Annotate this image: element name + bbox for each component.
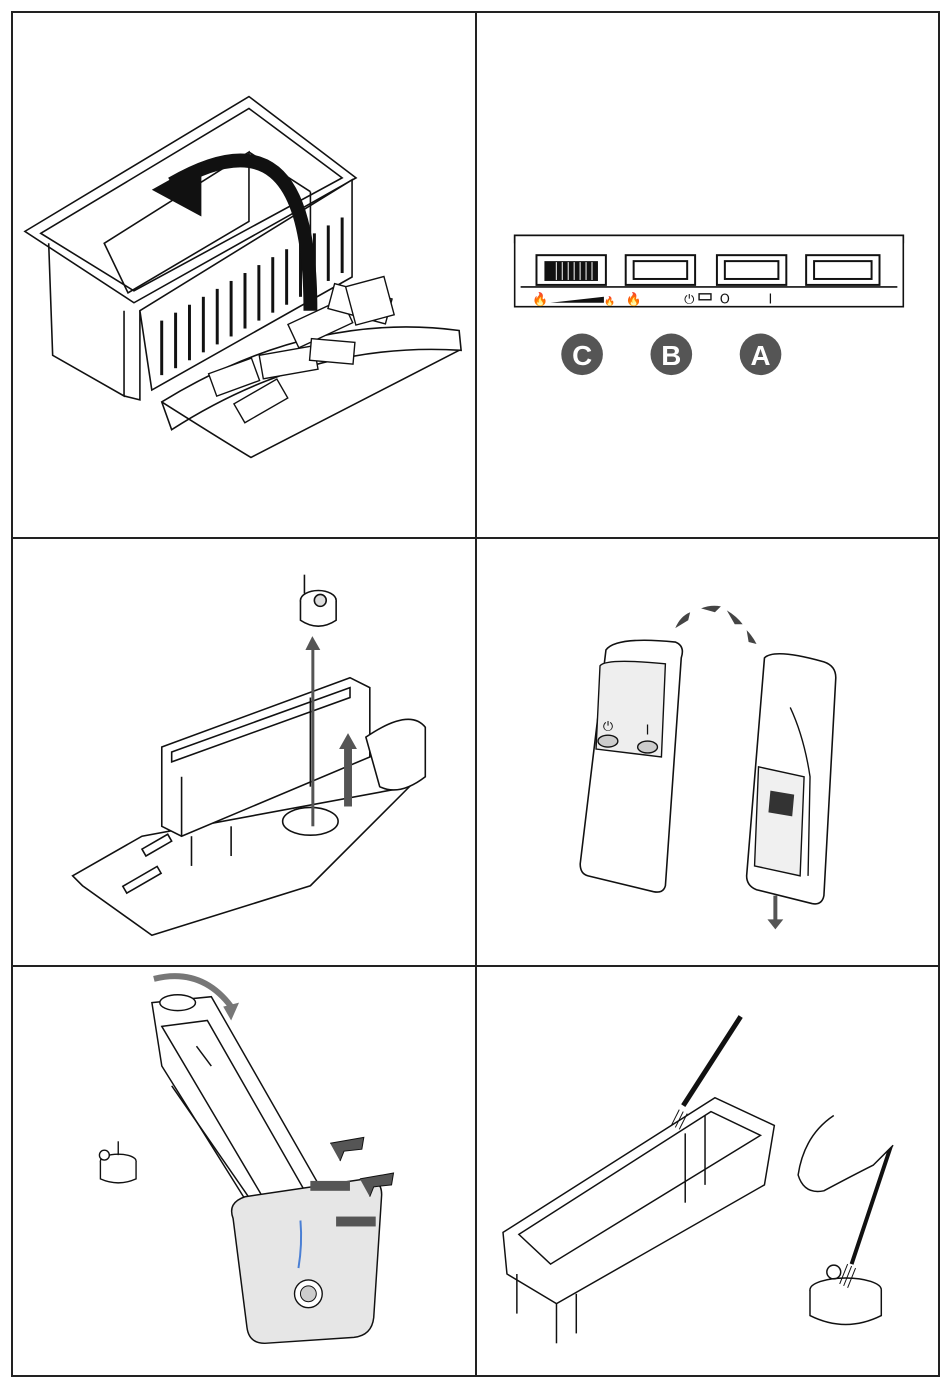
empty-tank-illustration: [13, 967, 475, 1375]
control-panel-illustration: 🔥 🔥 🔥 ⏻ O I C B A: [477, 13, 938, 537]
badge-b: B: [650, 333, 692, 375]
arrow-up-icon: [305, 636, 320, 650]
panel-remove-tank: [11, 537, 477, 967]
remote-front: ⏻ I: [580, 640, 682, 892]
flame-high-icon: 🔥: [532, 291, 548, 307]
flame-dial-switch: [536, 255, 605, 285]
power-switch-a: [717, 255, 786, 285]
svg-text:B: B: [661, 340, 681, 371]
panel-remote-battery: ⏻ I: [475, 537, 940, 967]
off-label: O: [720, 292, 730, 307]
remote-power-button: [598, 735, 618, 747]
panel-remove-basket: [11, 11, 477, 539]
badge-a: A: [740, 333, 782, 375]
remote-power-icon: ⏻: [603, 720, 613, 735]
remote-battery-illustration: ⏻ I: [477, 539, 938, 965]
svg-text:A: A: [751, 340, 771, 371]
blank-slot: [806, 255, 879, 285]
badge-c: C: [561, 333, 603, 375]
remote-on-label: I: [646, 724, 650, 739]
remove-basket-illustration: [13, 13, 475, 537]
flip-arrow-icon: [675, 606, 756, 644]
arrow-down-icon: [767, 919, 783, 929]
remote-on-button: [638, 741, 658, 753]
remote-back: [747, 654, 836, 904]
flame-b-icon: 🔥: [626, 291, 642, 307]
battery-cover-latch-icon: [768, 791, 794, 817]
rotate-arrow-icon: [223, 1003, 239, 1021]
svg-text:C: C: [572, 340, 592, 371]
usb-port-icon: [699, 294, 711, 300]
clean-tank-illustration: [477, 967, 938, 1375]
remove-tank-illustration: [13, 539, 475, 965]
panel-control-panel: 🔥 🔥 🔥 ⏻ O I C B A: [475, 11, 940, 539]
power-switch-b: [626, 255, 695, 285]
panel-clean-tank: [475, 965, 940, 1377]
nozzle-unit: [99, 1141, 136, 1183]
flame-low-icon: 🔥: [604, 295, 615, 307]
power-icon: ⏻: [684, 292, 694, 307]
panel-empty-tank: [11, 965, 477, 1377]
on-label: I: [769, 292, 773, 307]
